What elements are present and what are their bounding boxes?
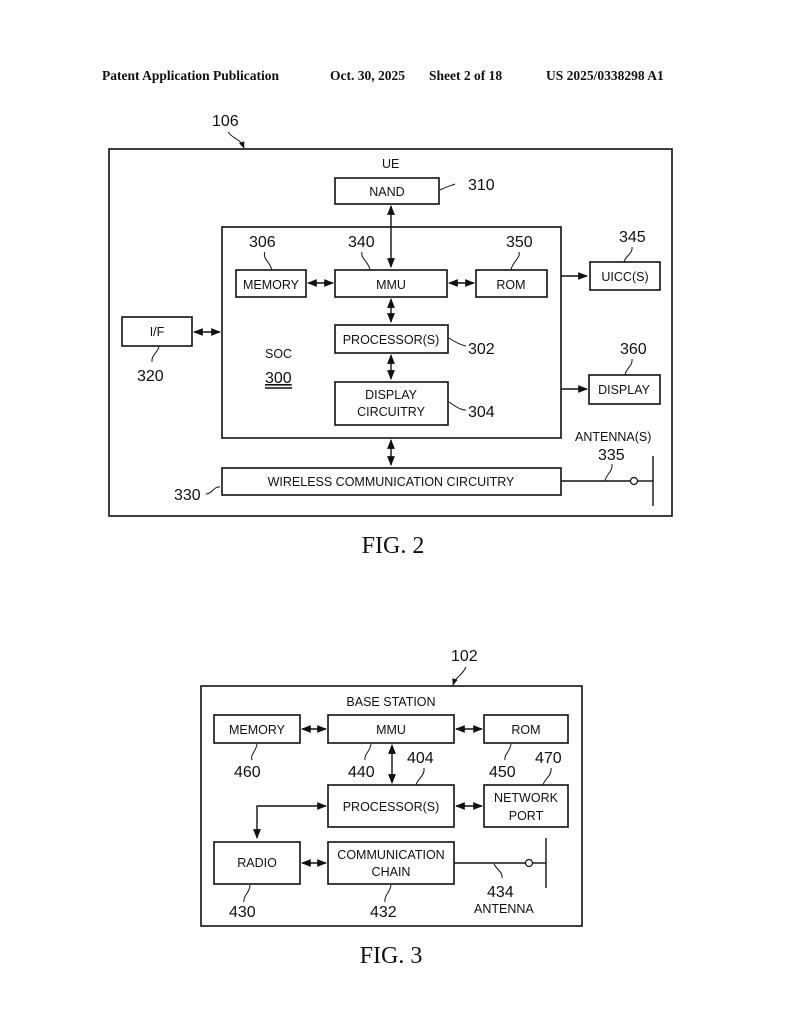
comm-chain-line2: CHAIN (372, 865, 411, 879)
bs-mmu-label: MMU (376, 723, 406, 737)
ref-330: 330 (174, 487, 201, 504)
ref-320-leader (151, 346, 160, 363)
ref-440: 440 (348, 764, 375, 781)
mmu-box (334, 269, 448, 298)
ref-350-leader (510, 251, 520, 271)
ref-460-leader (251, 743, 258, 761)
comm-chain-box (327, 841, 455, 885)
ref-430: 430 (229, 904, 256, 921)
figure-3: 102 BASE STATION MEMORY 460 MMU 440 ROM … (200, 648, 583, 969)
ref-302: 302 (468, 341, 495, 358)
ref-106-leader (227, 131, 245, 149)
network-port-line2: PORT (509, 809, 544, 823)
display-circuitry-line2: CIRCUITRY (357, 405, 425, 419)
ref-360: 360 (620, 341, 647, 358)
processor-box (334, 324, 449, 354)
network-port-box (483, 784, 569, 828)
ref-102: 102 (451, 648, 478, 665)
ref-106: 106 (212, 113, 239, 130)
ref-434-leader (493, 863, 503, 879)
ref-404: 404 (407, 750, 434, 767)
ref-330-leader (205, 486, 221, 495)
ref-304-leader (448, 401, 467, 411)
memory-box (235, 269, 307, 298)
bs-memory-box (213, 714, 301, 744)
ref-340: 340 (348, 234, 375, 251)
ref-102-leader (452, 666, 467, 686)
ref-306: 306 (249, 234, 276, 251)
ref-450: 450 (489, 764, 516, 781)
ref-470: 470 (535, 750, 562, 767)
ref-432-leader (384, 884, 392, 903)
figure-3-caption: FIG. 3 (360, 943, 423, 969)
antenna-label: ANTENNA(S) (575, 430, 651, 444)
bs-processor-label: PROCESSOR(S) (343, 800, 440, 814)
memory-label: MEMORY (243, 278, 300, 292)
ref-320: 320 (137, 368, 164, 385)
sheet-number: Sheet 2 of 18 (429, 68, 503, 83)
network-port-line1: NETWORK (494, 791, 559, 805)
ref-310: 310 (468, 177, 495, 194)
ref-432: 432 (370, 904, 397, 921)
ref-304: 304 (468, 404, 495, 421)
bs-memory-label: MEMORY (229, 723, 286, 737)
ref-404-leader (415, 767, 425, 786)
bs-antenna-label: ANTENNA (474, 902, 534, 916)
processor-radio-arrow (253, 802, 327, 839)
base-station-title: BASE STATION (346, 695, 435, 709)
soc-ref-300: 300 (265, 370, 292, 387)
interface-box (121, 316, 193, 347)
figure-2-caption: FIG. 2 (362, 533, 425, 559)
ref-470-leader (542, 767, 552, 786)
soc-label: SOC (265, 347, 292, 361)
radio-box (213, 841, 301, 885)
bs-mmu-box (327, 714, 455, 744)
radio-label: RADIO (237, 856, 277, 870)
ref-350: 350 (506, 234, 533, 251)
ref-335: 335 (598, 447, 625, 464)
publication-date: Oct. 30, 2025 (330, 68, 405, 83)
bs-rom-label: ROM (511, 723, 540, 737)
rom-label: ROM (496, 278, 525, 292)
bs-processor-box (327, 784, 455, 828)
bs-antenna-feed-point (524, 858, 534, 868)
ref-335-leader (604, 463, 613, 482)
ref-310-leader (439, 183, 456, 191)
mmu-label: MMU (376, 278, 406, 292)
ref-340-leader (361, 251, 371, 271)
figure-2: 106 UE NAND 310 SOC 300 MEMORY 306 MMU 3… (108, 113, 673, 559)
display-circuitry-line1: DISPLAY (365, 388, 418, 402)
ref-430-leader (243, 884, 251, 903)
display-label: DISPLAY (598, 383, 651, 397)
rom-box (475, 269, 548, 298)
ref-460: 460 (234, 764, 261, 781)
antenna-feed-point (629, 476, 639, 486)
nand-box (334, 177, 440, 205)
interface-label: I/F (150, 325, 165, 339)
ue-title: UE (382, 157, 399, 171)
ref-302-leader (448, 337, 467, 347)
ref-306-leader (263, 251, 273, 271)
wireless-circuitry-label: WIRELESS COMMUNICATION CIRCUITRY (268, 475, 515, 489)
ref-360-leader (624, 358, 633, 376)
ref-345: 345 (619, 229, 646, 246)
uicc-box (589, 261, 661, 291)
uicc-label: UICC(S) (601, 270, 648, 284)
publication-type: Patent Application Publication (102, 68, 280, 83)
ref-434: 434 (487, 884, 514, 901)
patent-number: US 2025/0338298 A1 (546, 68, 664, 83)
display-circuitry-box (334, 381, 449, 426)
ref-450-leader (504, 743, 512, 761)
display-box (588, 374, 661, 405)
comm-chain-line1: COMMUNICATION (337, 848, 444, 862)
bs-rom-box (483, 714, 569, 744)
processor-label: PROCESSOR(S) (343, 333, 440, 347)
ref-440-leader (364, 743, 372, 761)
ref-345-leader (623, 246, 633, 263)
nand-label: NAND (369, 185, 404, 199)
